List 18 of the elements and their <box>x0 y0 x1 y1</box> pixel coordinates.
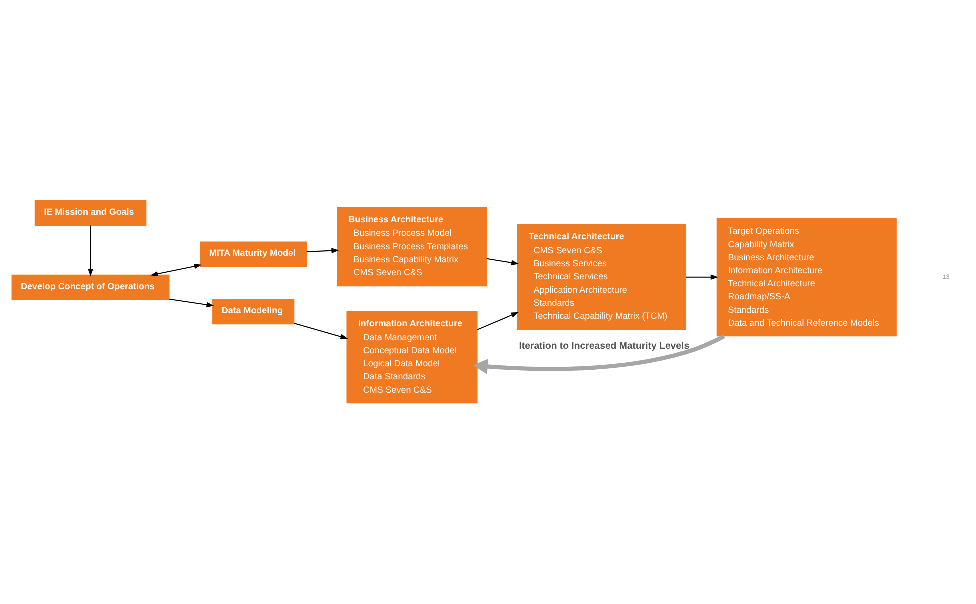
arrow <box>150 264 202 277</box>
arrow <box>472 334 725 374</box>
node-box: Target Operations Capability Matrix Business Architecture Information Architecture Technical Architecture Roadmap/SS-A Standards Data and Technical Reference Models <box>716 218 896 337</box>
arrow <box>169 298 214 308</box>
node-box: IE Mission and Goals <box>34 200 146 226</box>
arrow <box>306 248 339 254</box>
node-box: Technical Architecture CMS Seven C&S Business Services Technical Services Application Architecture Standards Technical Capability Matrix (TCM) <box>516 224 686 330</box>
node-box: Information Architecture Data Management Conceptual Data Model Logical Data Model Data Standards CMS Seven C&S <box>346 311 478 404</box>
arrow <box>88 226 93 277</box>
node-box: Develop Concept of Operations <box>11 274 170 300</box>
node-box: MITA Maturity Model <box>200 242 307 268</box>
arrow <box>476 312 518 330</box>
node-box: Business Architecture Business Process Model Business Process Templates Business Capability Matrix CMS Seven C&S <box>336 207 487 287</box>
arrow <box>686 274 718 280</box>
arrow <box>486 258 519 266</box>
edge-label: Iteration to Increased Maturity Levels <box>518 341 690 352</box>
node-box: Data Modeling <box>212 299 294 325</box>
arrow <box>294 322 348 340</box>
